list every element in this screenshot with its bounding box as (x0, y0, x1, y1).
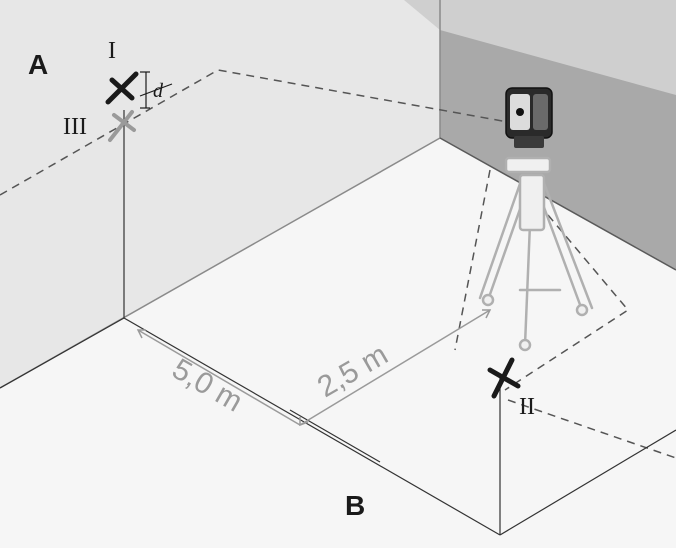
floor-line-mid (123, 317, 501, 536)
label-mark-i: I (108, 38, 116, 64)
floor-line-a (0, 317, 125, 389)
mark-i-cross (105, 71, 139, 105)
tripod-icon (478, 156, 594, 352)
label-wall-a: A (28, 49, 48, 80)
label-mark-iii: III (63, 114, 87, 140)
laser-line-floor-upper (454, 169, 491, 351)
mark-ii-cross (487, 357, 521, 399)
wall-right-top (404, 0, 676, 95)
label-mark-ii: II (519, 394, 535, 420)
room-floor-edge-right (439, 137, 676, 271)
laser-line-floor-right (507, 399, 676, 459)
offset-label: d (153, 80, 164, 102)
mark-iii-cross (108, 110, 136, 142)
dimension-wall-distance (136, 329, 301, 426)
label-wall-b: B (345, 490, 365, 521)
floor (0, 138, 676, 548)
dimension-tripod-distance (299, 309, 492, 427)
floor-line-bottom (289, 409, 381, 463)
offset-bracket (139, 71, 173, 109)
laser-level-icon (505, 87, 553, 148)
floor-line-b (499, 429, 676, 536)
